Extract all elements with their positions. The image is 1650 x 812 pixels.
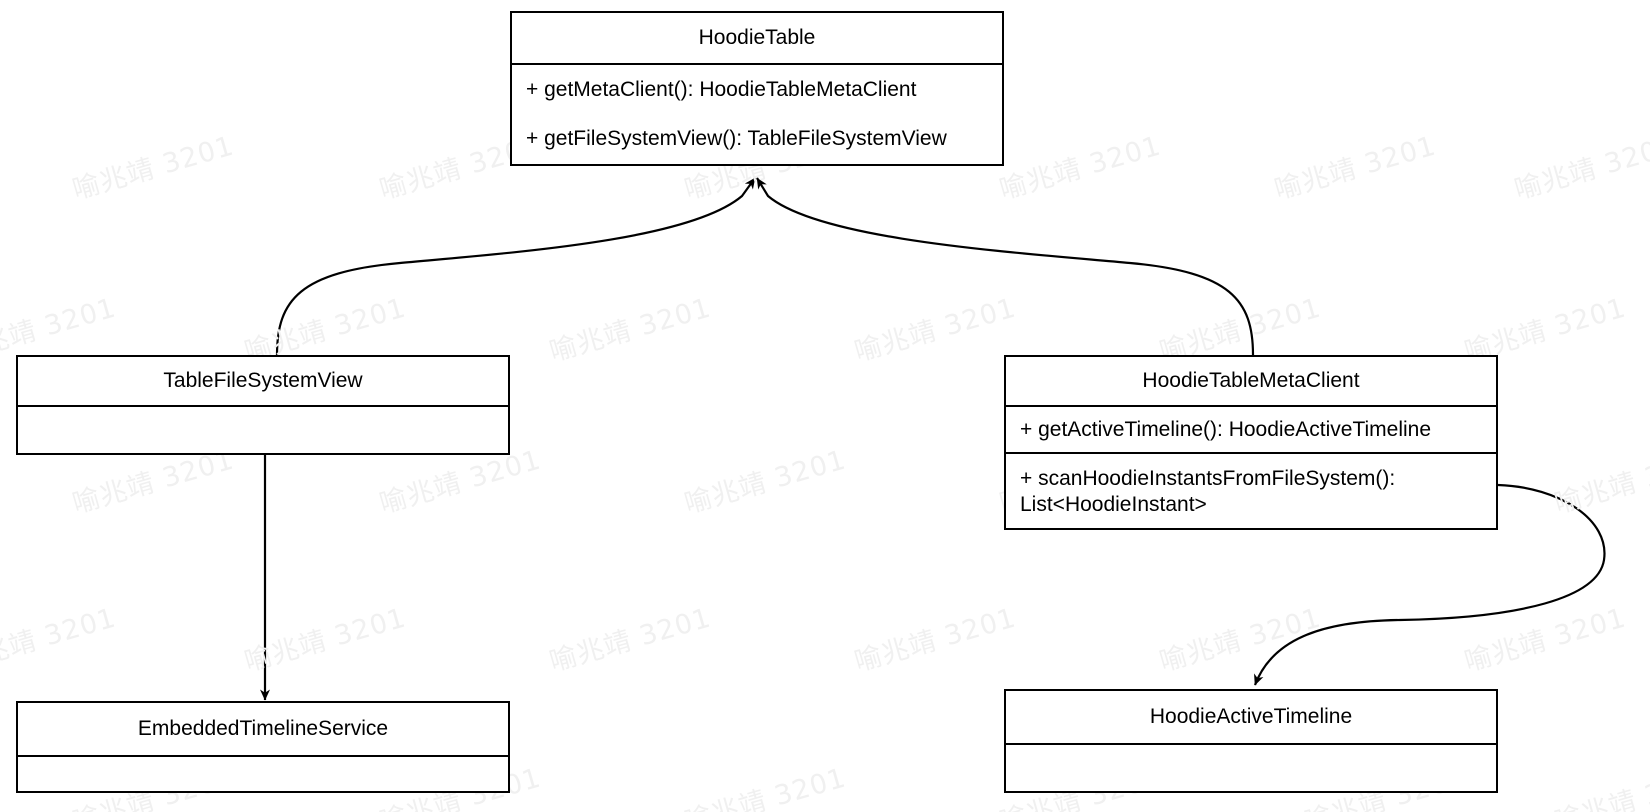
edge-hoodietablemetaclient-to-hoodietable [756,177,1255,356]
class-box-hoodie-active-timeline[interactable]: HoodieActiveTimeline [1004,689,1498,793]
class-name-compartment-hoodie-table-meta-client: HoodieTableMetaClient [1006,357,1496,405]
class-members-compartment-hoodie-table-meta-client-2: + scanHoodieInstantsFromFileSystem(): Li… [1006,452,1496,526]
class-member-text: + getActiveTimeline(): HoodieActiveTimel… [1020,417,1432,441]
class-member-text: + getFileSystemView(): TableFileSystemVi… [526,127,947,151]
class-members-compartment-hoodie-table-meta-client-1: + getActiveTimeline(): HoodieActiveTimel… [1006,405,1496,452]
class-name-hoodie-table: HoodieTable [698,26,816,49]
class-name-hoodie-table-meta-client: HoodieTableMetaClient [1142,369,1360,392]
class-box-embedded-timeline-service[interactable]: EmbeddedTimelineService [16,701,510,793]
class-members-compartment-table-file-system-view [18,405,508,453]
class-name-compartment-hoodie-active-timeline: HoodieActiveTimeline [1006,691,1496,743]
edge-tablefilesystemview-to-hoodietable [275,177,756,356]
class-name-hoodie-active-timeline: HoodieActiveTimeline [1149,705,1353,728]
class-box-table-file-system-view[interactable]: TableFileSystemView [16,355,510,455]
class-name-table-file-system-view: TableFileSystemView [163,369,363,392]
class-name-compartment-embedded-timeline-service: EmbeddedTimelineService [18,703,508,755]
class-name-embedded-timeline-service: EmbeddedTimelineService [137,717,389,740]
class-members-compartment-hoodie-table: + getMetaClient(): HoodieTableMetaClient… [512,63,1002,164]
class-member-row: + getActiveTimeline(): HoodieActiveTimel… [1006,407,1496,452]
edge-hoodietablemetaclient-to-hoodieactivetimeline [1253,483,1606,686]
class-name-compartment-table-file-system-view: TableFileSystemView [18,357,508,405]
class-member-row: + scanHoodieInstantsFromFileSystem(): Li… [1006,454,1496,526]
class-member-row: + getFileSystemView(): TableFileSystemVi… [512,115,1002,165]
class-member-text: + getMetaClient(): HoodieTableMetaClient [526,77,917,101]
class-name-compartment-hoodie-table: HoodieTable [512,13,1002,63]
class-box-hoodie-table[interactable]: HoodieTable + getMetaClient(): HoodieTab… [510,11,1004,166]
class-box-hoodie-table-meta-client[interactable]: HoodieTableMetaClient + getActiveTimelin… [1004,355,1498,530]
class-members-compartment-hoodie-active-timeline [1006,743,1496,791]
class-member-row: + getMetaClient(): HoodieTableMetaClient [512,65,1002,115]
class-member-text: + scanHoodieInstantsFromFileSystem(): Li… [1020,467,1396,516]
class-members-compartment-embedded-timeline-service [18,755,508,791]
